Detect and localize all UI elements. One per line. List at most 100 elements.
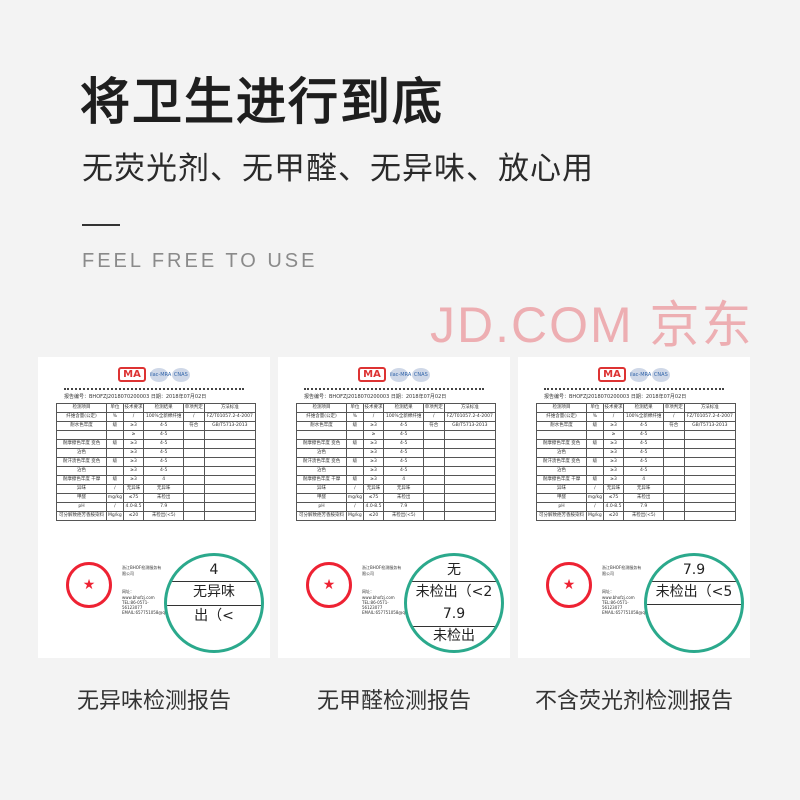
table-cell [662, 430, 685, 440]
magnified-text: 7.9 [442, 606, 466, 622]
table-cell [443, 475, 497, 485]
table-cell [443, 493, 497, 503]
dotted-divider [304, 388, 484, 390]
table-cell: % [106, 412, 124, 422]
table-cell: 4-5 [623, 421, 664, 431]
table-cell [182, 475, 205, 485]
table-cell [443, 439, 497, 449]
table-cell: 4-5 [383, 457, 424, 467]
table-cell: 无异味 [143, 484, 184, 494]
table-cell: 级 [346, 475, 364, 485]
table-cell: % [586, 412, 604, 422]
table-cell [422, 502, 445, 512]
table-cell [443, 502, 497, 512]
report-contact: 网址：www.bhofzj.com TEL:86-0571-56123077 E… [362, 589, 418, 615]
table-cell: 耐汗渍色牢度 变色 [295, 457, 348, 467]
table-cell: ≤20 [602, 511, 625, 521]
table-cell: 级 [586, 457, 604, 467]
table-cell [683, 511, 737, 521]
table-cell: 4-5 [383, 421, 424, 431]
table-cell [422, 457, 445, 467]
dotted-divider [64, 388, 244, 390]
table-cell: 异味 [55, 484, 108, 494]
ma-logo: MA [118, 367, 146, 382]
table-cell [443, 511, 497, 521]
table-cell: mg/kg [586, 493, 604, 503]
table-cell [422, 484, 445, 494]
table-cell [295, 430, 348, 440]
table-cell [662, 475, 685, 485]
table-cell: / [106, 484, 124, 494]
table-cell [182, 457, 205, 467]
table-cell: 沾色 [55, 448, 108, 458]
table-cell [443, 457, 497, 467]
table-cell: 级 [586, 421, 604, 431]
magnified-text: 无 [447, 562, 461, 578]
table-cell [662, 457, 685, 467]
magnified-text: 7.9 [682, 562, 706, 578]
table-cell: Mg/kg [346, 511, 364, 521]
table-cell [203, 475, 257, 485]
table-cell: 检测项目 [295, 403, 348, 413]
table-cell [586, 448, 604, 458]
table-cell [683, 484, 737, 494]
table-cell: GB/T5713-2013 [203, 421, 257, 431]
table-cell: 沾色 [295, 466, 348, 476]
ma-logo: MA [358, 367, 386, 382]
table-cell: 100%全新棉纤维 [143, 412, 184, 422]
table-row: ≥4-5 [535, 430, 737, 440]
dotted-divider [544, 388, 724, 390]
table-cell: 检测项目 [55, 403, 108, 413]
table-cell: 4-5 [623, 430, 664, 440]
report-footer: 浙江BHOF检测服务有限公司 [122, 565, 162, 576]
table-cell: 耐水色牢度 [535, 421, 588, 431]
table-cell: ≥3 [602, 457, 625, 467]
table-cell: 耐摩擦色牢度 干摩 [295, 475, 348, 485]
table-cell [203, 502, 257, 512]
table-cell: 单项判定 [182, 403, 205, 413]
magnified-text: 出（< [194, 608, 234, 624]
table-cell: 耐摩擦色牢度 干摩 [55, 475, 108, 485]
english-tagline: FEEL FREE TO USE [82, 250, 318, 272]
table-cell: / [362, 412, 385, 422]
magnified-text: 未检出 [433, 628, 475, 644]
table-cell [182, 502, 205, 512]
table-cell [683, 493, 737, 503]
table-cell [443, 448, 497, 458]
table-cell: 耐汗渍色牢度 变色 [55, 457, 108, 467]
table-cell: 无异味 [602, 484, 625, 494]
table-cell: FZ/T01057.2-4-2007 [683, 412, 737, 422]
table-cell: 4 [383, 475, 424, 485]
table-row: ≥4-5 [55, 430, 257, 440]
report-footer: 浙江BHOF检测服务有限公司 [362, 565, 402, 576]
table-cell: 未检出 [383, 493, 424, 503]
table-cell: 未检出 [143, 493, 184, 503]
table-cell [683, 502, 737, 512]
table-cell: 技术要求 [362, 403, 385, 413]
table-cell: / [182, 412, 205, 422]
table-cell: ≥3 [122, 421, 145, 431]
magnified-text: 未检出（<2 [415, 584, 493, 600]
table-cell: / [122, 412, 145, 422]
table-cell: 符合 [662, 421, 685, 431]
table-cell [662, 493, 685, 503]
card-caption: 无甲醛检测报告 [316, 689, 471, 714]
table-line [167, 605, 261, 606]
page-title: 将卫生进行到底 [80, 73, 444, 131]
table-cell [106, 430, 124, 440]
table-cell: 4-5 [143, 448, 184, 458]
table-cell: ≥3 [122, 475, 145, 485]
report-table: 检测项目单位技术要求检测结果单项判定方法标准纤维含量(公定)%/100%全新棉纤… [535, 403, 737, 521]
table-cell [203, 430, 257, 440]
table-cell: ≥3 [602, 466, 625, 476]
